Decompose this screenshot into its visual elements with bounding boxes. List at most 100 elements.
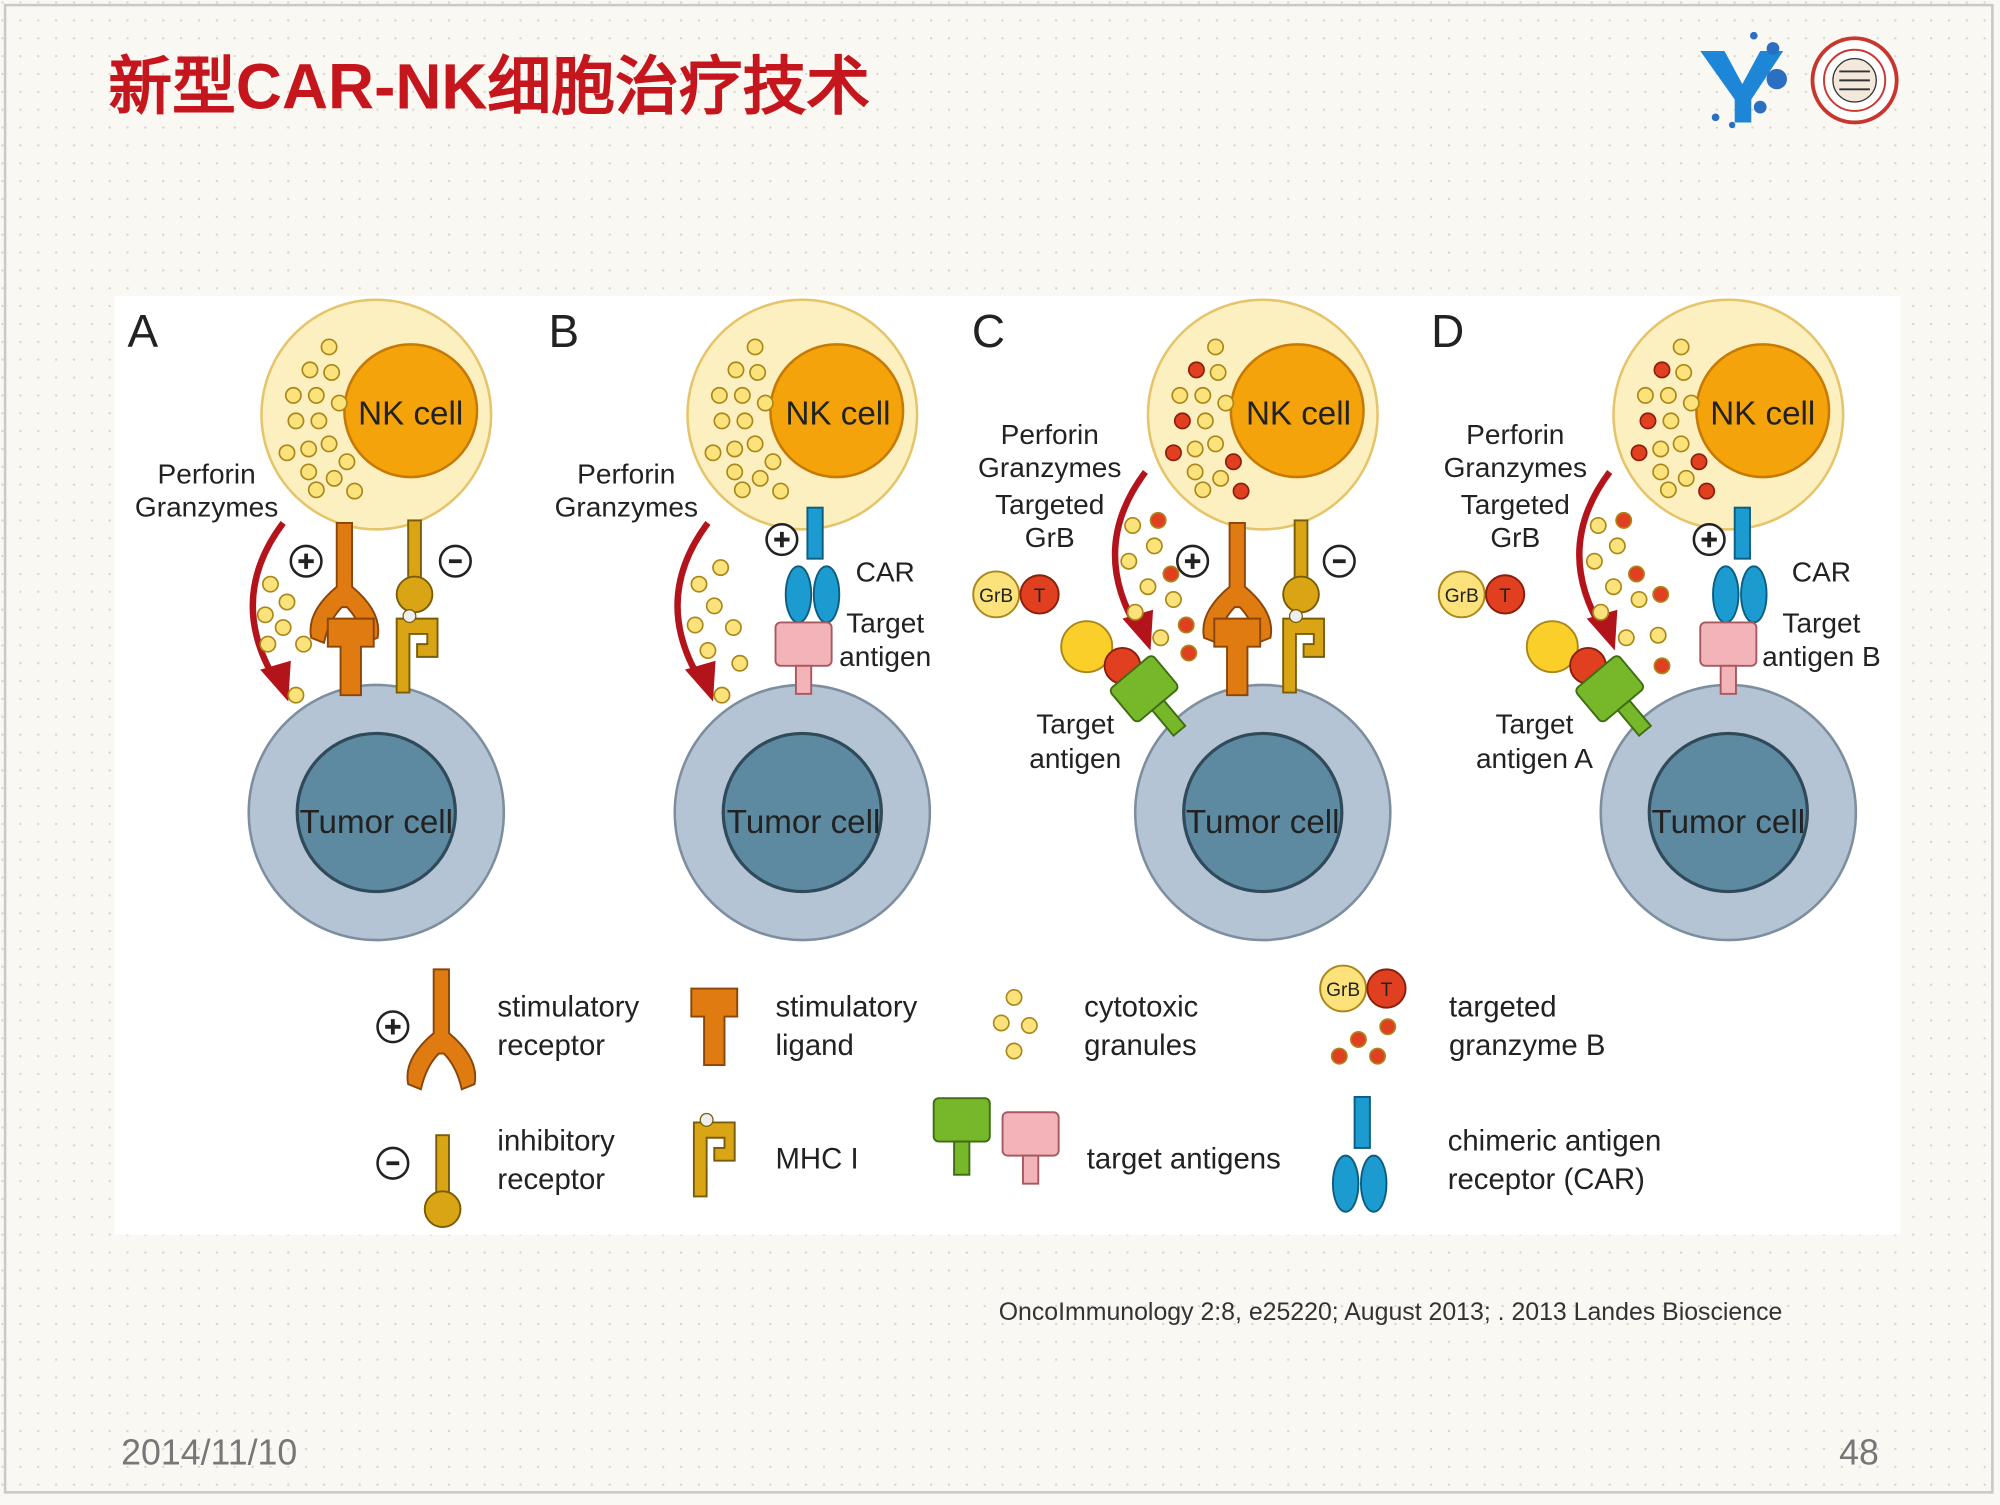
targeted-granzyme-b-icon (972, 570, 1060, 619)
stimulatory-ligand-icon (326, 617, 375, 697)
legend: stimulatory receptor stimulatory ligand … (497, 980, 1661, 1196)
grb (1319, 964, 1368, 1013)
granule (1330, 1047, 1348, 1065)
granule (1232, 482, 1250, 500)
car-icon (1712, 506, 1768, 624)
head (1282, 575, 1320, 614)
granule (705, 597, 723, 615)
car-lobe (784, 565, 813, 624)
granule (1164, 444, 1182, 462)
ligand-shape (1213, 617, 1262, 697)
panel-letter: B (548, 305, 579, 357)
granule (733, 386, 751, 404)
granule (1589, 517, 1607, 534)
granule (1608, 537, 1626, 555)
page-number: 48 (1839, 1432, 1879, 1472)
mhc-shape (692, 1121, 736, 1198)
granule (1164, 591, 1182, 608)
plus-icon (765, 522, 799, 557)
granule (1152, 629, 1170, 647)
sign-stroke (774, 531, 790, 548)
granule (1615, 511, 1633, 529)
antigen-a-label: antigen A (1476, 743, 1593, 774)
slide-date: 2014/11/10 (121, 1432, 297, 1472)
grb-ball (1525, 620, 1579, 674)
granule (256, 606, 274, 624)
grb-ball (1060, 620, 1114, 674)
granule (1659, 386, 1677, 404)
stimulatory-receptor-icon (309, 522, 380, 645)
granule (1171, 386, 1189, 404)
antigen-stem (1022, 1154, 1040, 1185)
stem (1293, 519, 1309, 583)
car-label: CAR (856, 557, 915, 588)
car-lobe (1360, 1154, 1388, 1213)
granule (1652, 440, 1670, 458)
perforin-label: Perforin (1001, 419, 1099, 450)
legend-stim-ligand: stimulatory (776, 991, 918, 1024)
granule (724, 619, 742, 637)
granule (287, 412, 305, 430)
target-a-label: Target (1495, 708, 1573, 739)
granule (1120, 552, 1138, 570)
legend-stim-receptor: receptor (497, 1029, 605, 1062)
minus-icon (438, 544, 472, 578)
legend-targeted-grb: granzyme B (1449, 1029, 1605, 1062)
granule (751, 469, 769, 487)
grb-ball-text: GrB (1326, 980, 1360, 1001)
peptide (402, 609, 417, 624)
granule (1652, 585, 1670, 603)
receptor-shape (406, 968, 477, 1091)
plus-icon (1176, 544, 1210, 578)
tumor-cell-label: Tumor cell (300, 804, 454, 841)
arrow-icon (674, 521, 716, 702)
mhc-i-icon (692, 1112, 736, 1198)
granule (1677, 469, 1695, 487)
tumor-cell (247, 683, 506, 942)
granule (1194, 386, 1212, 404)
granule (330, 394, 348, 412)
car-lobe (1712, 565, 1740, 624)
grb (972, 570, 1021, 619)
granule (1173, 412, 1191, 430)
granule (772, 482, 790, 500)
granule (726, 463, 744, 481)
granzymes-label: Granzymes (135, 492, 278, 523)
granule (338, 453, 356, 471)
granule (300, 440, 318, 458)
peptide (699, 1112, 714, 1127)
legend-granules: granules (1084, 1029, 1197, 1062)
panel-b: B NK cell Perforin Granzymes CAR Target … (548, 305, 931, 841)
arrow-icon (249, 521, 291, 702)
tumor-nucleus (295, 731, 457, 894)
granule (1627, 565, 1645, 583)
granule (1187, 361, 1205, 379)
perforin-label: Perforin (158, 458, 256, 489)
targeted-granzyme-b-icon (1319, 964, 1407, 1013)
car-lobe (1740, 565, 1768, 624)
legend-stim-receptor: stimulatory (497, 991, 639, 1024)
granule (1005, 1042, 1023, 1060)
antigen-label: antigen (1029, 743, 1121, 774)
granule (699, 642, 717, 659)
granule (1209, 363, 1227, 381)
granule (1194, 481, 1212, 499)
granule (300, 463, 318, 481)
nk-cell-label: NK cell (785, 396, 890, 433)
plus-icon (376, 1010, 410, 1044)
granule (1652, 463, 1670, 481)
granule (1682, 394, 1700, 412)
panel-c: C NK cell Perforin Granzymes Targeted Gr… (972, 305, 1351, 841)
granule (733, 481, 751, 499)
granule (1653, 657, 1671, 675)
antigen-label: antigen (839, 641, 931, 672)
granule (1180, 644, 1198, 662)
legend-stim-ligand: ligand (776, 1029, 854, 1062)
granule (1005, 988, 1023, 1006)
granule (1196, 412, 1214, 430)
granule (710, 386, 728, 404)
granule (320, 435, 338, 453)
granule (274, 619, 292, 637)
nk-cell (1612, 298, 1845, 531)
